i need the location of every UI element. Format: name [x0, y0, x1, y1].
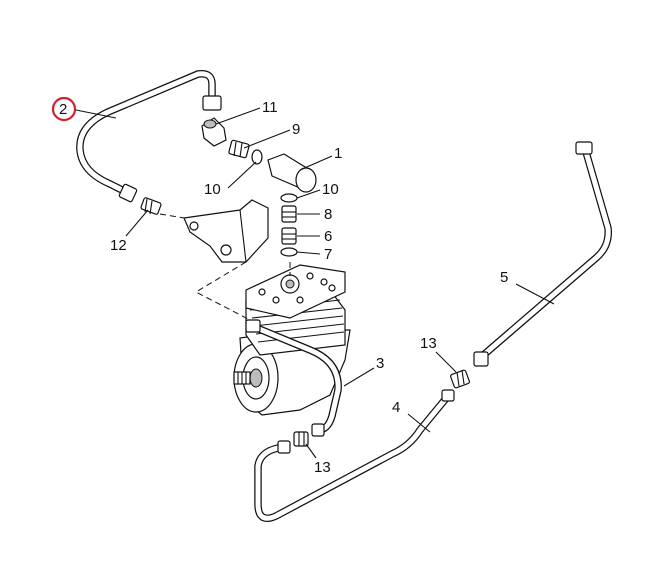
- callout-3: 3: [376, 355, 384, 372]
- fitting-9: [228, 139, 250, 159]
- callout-10-left: 10: [204, 181, 221, 198]
- callout-13-upper: 13: [420, 335, 437, 352]
- seal-ring-10-lower: [280, 193, 298, 203]
- fitting-13-upper: [450, 369, 470, 389]
- fitting-6: [281, 227, 297, 245]
- callout-1: 1: [334, 145, 342, 162]
- seal-ring-7: [280, 247, 298, 257]
- assembly-guide-lines: [159, 213, 291, 321]
- component-1: [267, 153, 317, 193]
- pipe-3: [245, 319, 342, 437]
- callout-labels: 1 2 3 4 5 6 7 8 9 10 10 11 12 13 13: [59, 99, 508, 476]
- pipe-2: [76, 69, 222, 203]
- fitting-8: [281, 205, 297, 223]
- callout-2-highlight-ring: [51, 96, 77, 122]
- leader-lines: [75, 107, 555, 459]
- mounting-bracket: [183, 199, 269, 263]
- callout-9: 9: [292, 121, 300, 138]
- fitting-12: [140, 197, 162, 215]
- callout-2: 2: [59, 101, 67, 118]
- elbow-fitting-11: [201, 117, 227, 147]
- callout-5: 5: [500, 269, 508, 286]
- callout-12: 12: [110, 237, 127, 254]
- fitting-13-lower: [293, 431, 309, 447]
- seal-ring-10-upper: [251, 149, 263, 165]
- callout-7: 7: [324, 246, 332, 263]
- air-compressor: [233, 264, 351, 416]
- callout-4: 4: [392, 399, 400, 416]
- callout-6: 6: [324, 228, 332, 245]
- pipe-4: [254, 389, 455, 522]
- callout-10-right: 10: [322, 181, 339, 198]
- callout-11: 11: [262, 99, 278, 116]
- callout-13-lower: 13: [314, 459, 331, 476]
- callout-8: 8: [324, 206, 332, 223]
- pipe-5: [473, 141, 612, 367]
